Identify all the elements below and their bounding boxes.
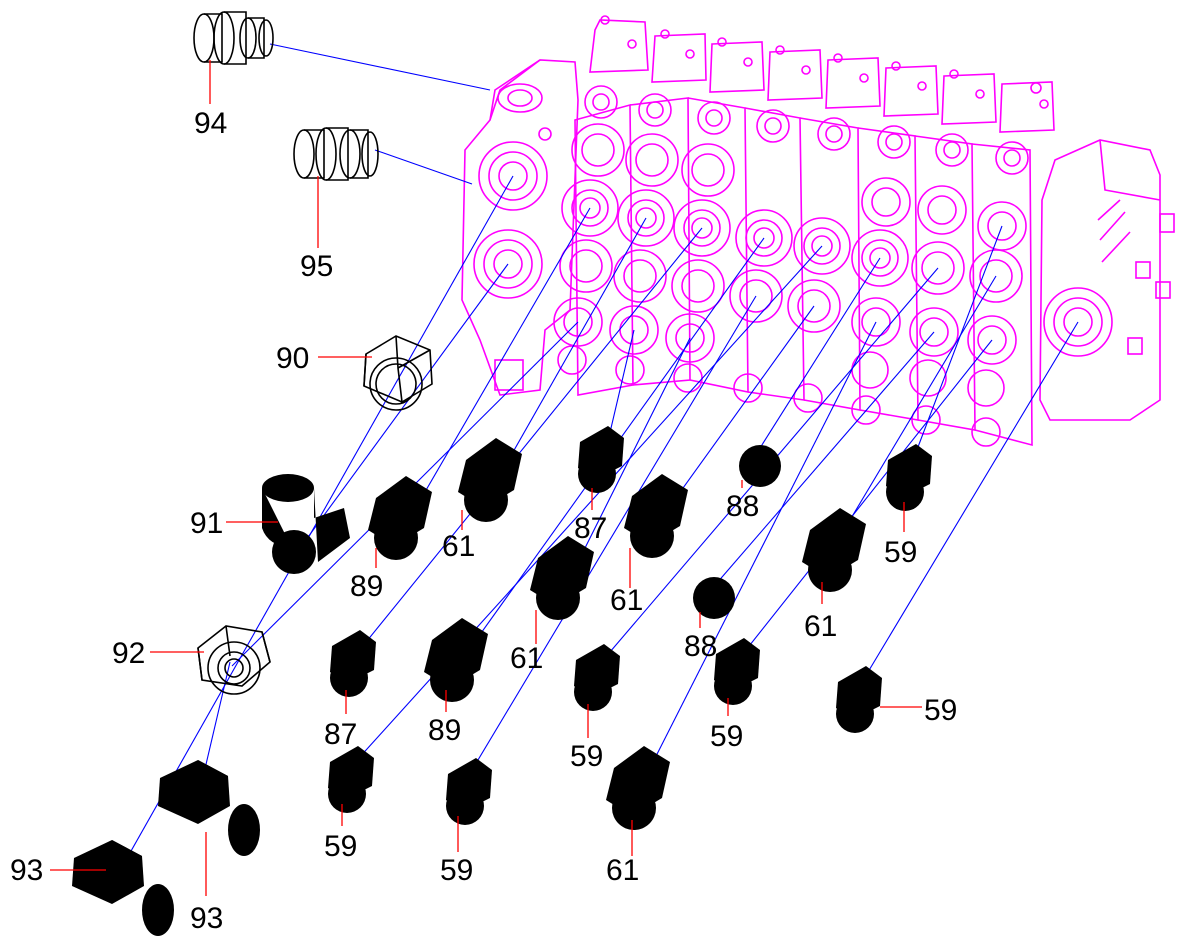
callout-89-upper: 89 bbox=[350, 570, 383, 603]
callout-88-upper: 88 bbox=[726, 490, 759, 523]
callout-59-d: 59 bbox=[924, 694, 957, 727]
fitting-59-c bbox=[714, 634, 760, 705]
fitting-94 bbox=[193, 11, 274, 65]
fitting-93-upper bbox=[158, 760, 260, 856]
fitting-93-lower bbox=[72, 840, 174, 936]
fitting-92 bbox=[197, 625, 271, 695]
fitting-95 bbox=[293, 127, 379, 181]
fitting-61-d bbox=[802, 508, 866, 592]
fitting-59-b bbox=[574, 640, 620, 711]
fitting-59-d bbox=[836, 662, 882, 733]
fitting-88-upper bbox=[739, 445, 781, 487]
fitting-59-a bbox=[886, 440, 932, 511]
callout-61-c: 61 bbox=[510, 642, 543, 675]
fitting-59-f bbox=[446, 754, 492, 825]
callout-leader-lines bbox=[50, 60, 922, 896]
fitting-61-c bbox=[530, 536, 594, 620]
callout-92: 92 bbox=[112, 637, 145, 670]
fitting-61-e bbox=[606, 746, 670, 830]
callout-61-e: 61 bbox=[606, 854, 639, 887]
fitting-90 bbox=[363, 335, 433, 411]
callout-87-upper: 87 bbox=[574, 512, 607, 545]
callout-59-f: 59 bbox=[440, 854, 473, 887]
callout-61-b: 61 bbox=[610, 584, 643, 617]
fitting-87-lower bbox=[330, 626, 376, 697]
callout-labels: 94 95 90 91 92 93 93 89 89 87 87 61 61 6… bbox=[10, 107, 957, 935]
callout-91: 91 bbox=[190, 507, 223, 540]
control-valve-assembly bbox=[461, 15, 1175, 447]
fitting-87-upper bbox=[578, 422, 624, 493]
callout-93-lower-left: 93 bbox=[10, 854, 43, 887]
callout-88-lower: 88 bbox=[684, 630, 717, 663]
callout-61-a: 61 bbox=[442, 530, 475, 563]
fitting-59-e bbox=[328, 742, 374, 813]
callout-95: 95 bbox=[300, 250, 333, 283]
fitting-88-lower bbox=[693, 577, 735, 619]
fitting-89-lower bbox=[424, 618, 488, 702]
callout-59-b: 59 bbox=[570, 740, 603, 773]
callout-87-lower: 87 bbox=[324, 718, 357, 751]
callout-59-a: 59 bbox=[884, 536, 917, 569]
callout-93-bottom: 93 bbox=[190, 902, 223, 935]
fitting-89-upper bbox=[368, 476, 432, 560]
callout-59-c: 59 bbox=[710, 720, 743, 753]
fitting-61-a bbox=[458, 438, 522, 522]
callout-59-e: 59 bbox=[324, 830, 357, 863]
callout-90: 90 bbox=[276, 342, 309, 375]
callout-89-lower: 89 bbox=[428, 714, 461, 747]
fitting-61-b bbox=[624, 474, 688, 558]
callout-61-d: 61 bbox=[804, 610, 837, 643]
fitting-91 bbox=[262, 474, 350, 574]
callout-94: 94 bbox=[194, 107, 227, 140]
